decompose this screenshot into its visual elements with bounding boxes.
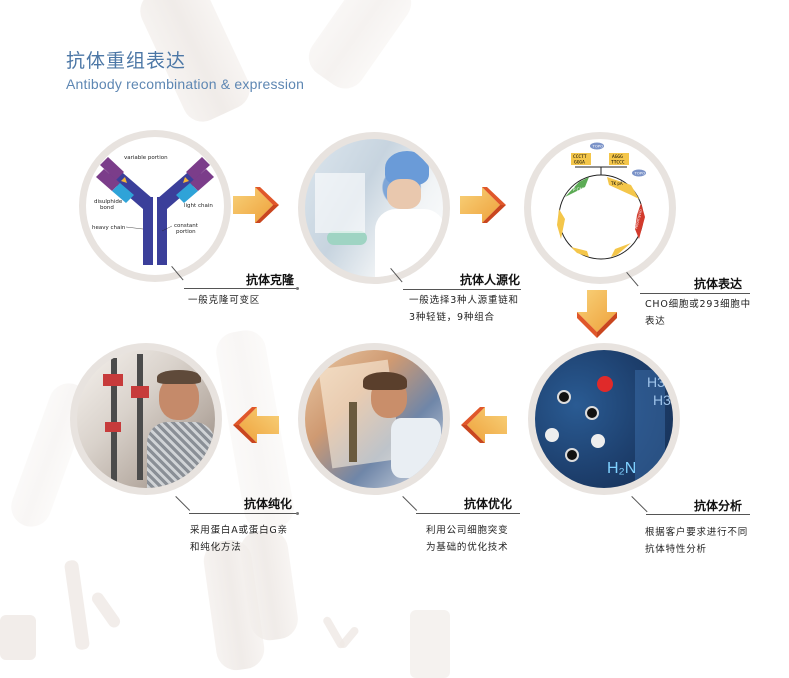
connector-dot [296, 512, 299, 515]
connector-line [403, 289, 521, 290]
step-circle-antibody-expression: CCCTT GGGA AGGG TTCCC TOPO TOPO P CMV TK… [524, 132, 676, 284]
molecule-model-photo: H3 H3 H₂N [535, 350, 673, 488]
svg-text:TOPO: TOPO [634, 171, 646, 176]
connector-line [402, 496, 418, 511]
step-circle-antibody-purification [70, 343, 222, 495]
svg-text:GGGA: GGGA [574, 160, 585, 166]
svg-text:Neomycin: Neomycin [633, 208, 643, 229]
connector-line [631, 496, 648, 513]
arrow-left-icon [233, 407, 279, 443]
plasmid-map-icon: CCCTT GGGA AGGG TTCCC TOPO TOPO P CMV TK… [557, 142, 646, 260]
title-english: Antibody recombination & expression [66, 76, 305, 92]
svg-text:AGGG: AGGG [612, 154, 623, 160]
svg-text:heavy chain: heavy chain [92, 225, 126, 231]
svg-text:variable portion: variable portion [124, 155, 168, 161]
step-desc-antibody-cloning: 一般克隆可变区 [188, 295, 261, 306]
step-title-antibody-analysis: 抗体分析 [693, 499, 742, 513]
svg-text:CCCTT: CCCTT [573, 154, 587, 160]
formula-text: H3 [647, 374, 665, 390]
step-circle-antibody-analysis: H3 H3 H₂N [528, 343, 680, 495]
svg-text:constant: constant [174, 223, 199, 229]
step-title-antibody-purification: 抗体纯化 [243, 497, 292, 511]
svg-text:TOPO: TOPO [592, 144, 604, 149]
svg-text:light chain: light chain [184, 203, 213, 209]
connector-line [184, 288, 298, 289]
step-desc-antibody-expression: CHO细胞或293细胞中 表达 [645, 299, 751, 327]
connector-line [189, 513, 297, 514]
connector-line [640, 293, 750, 294]
step-circle-antibody-cloning: variable portion disulphide bond light c… [79, 130, 231, 282]
connector-line [416, 513, 520, 514]
connector-line [175, 496, 191, 511]
chromatography-apparatus-photo [77, 350, 215, 488]
step-circle-antibody-humanization [298, 132, 450, 284]
antibody-y-icon: variable portion disulphide bond light c… [92, 155, 214, 265]
formula-text: H3 [653, 392, 671, 408]
arrow-right-icon [460, 187, 506, 223]
svg-text:portion: portion [176, 229, 196, 235]
antibody-structure-diagram: variable portion disulphide bond light c… [86, 137, 224, 275]
step-desc-antibody-optimization: 利用公司细胞突变 为基础的优化技术 [426, 525, 509, 553]
step-circle-antibody-optimization [298, 343, 450, 495]
svg-text:TK pA: TK pA [610, 181, 623, 186]
page-header: 抗体重组表达 Antibody recombination & expressi… [66, 50, 304, 92]
arrow-down-icon [577, 290, 617, 338]
step-desc-antibody-analysis: 根据客户要求进行不同 抗体特性分析 [645, 527, 749, 555]
formula-text: H₂N [607, 460, 637, 477]
arrow-left-icon [461, 407, 507, 443]
connector-line [646, 514, 750, 515]
step-desc-antibody-purification: 采用蛋白A或蛋白G亲 和纯化方法 [190, 525, 288, 553]
svg-text:TTCCC: TTCCC [611, 160, 625, 166]
arrow-right-icon [233, 187, 279, 223]
svg-text:disulphide: disulphide [94, 199, 123, 205]
step-title-antibody-humanization: 抗体人源化 [459, 273, 520, 287]
step-title-antibody-optimization: 抗体优化 [463, 497, 512, 511]
lab-scientist-photo [305, 139, 443, 277]
svg-text:P CMV: P CMV [573, 187, 586, 192]
step-desc-antibody-humanization: 一般选择3种人源重链和 3种轻链，9种组合 [409, 295, 519, 323]
svg-text:bond: bond [100, 205, 114, 211]
researcher-documents-photo [305, 350, 443, 488]
step-title-antibody-expression: 抗体表达 [693, 277, 742, 291]
title-chinese: 抗体重组表达 [66, 50, 187, 72]
connector-dot [296, 287, 299, 290]
step-title-antibody-cloning: 抗体克隆 [245, 273, 294, 287]
plasmid-vector-map: CCCTT GGGA AGGG TTCCC TOPO TOPO P CMV TK… [531, 139, 669, 277]
